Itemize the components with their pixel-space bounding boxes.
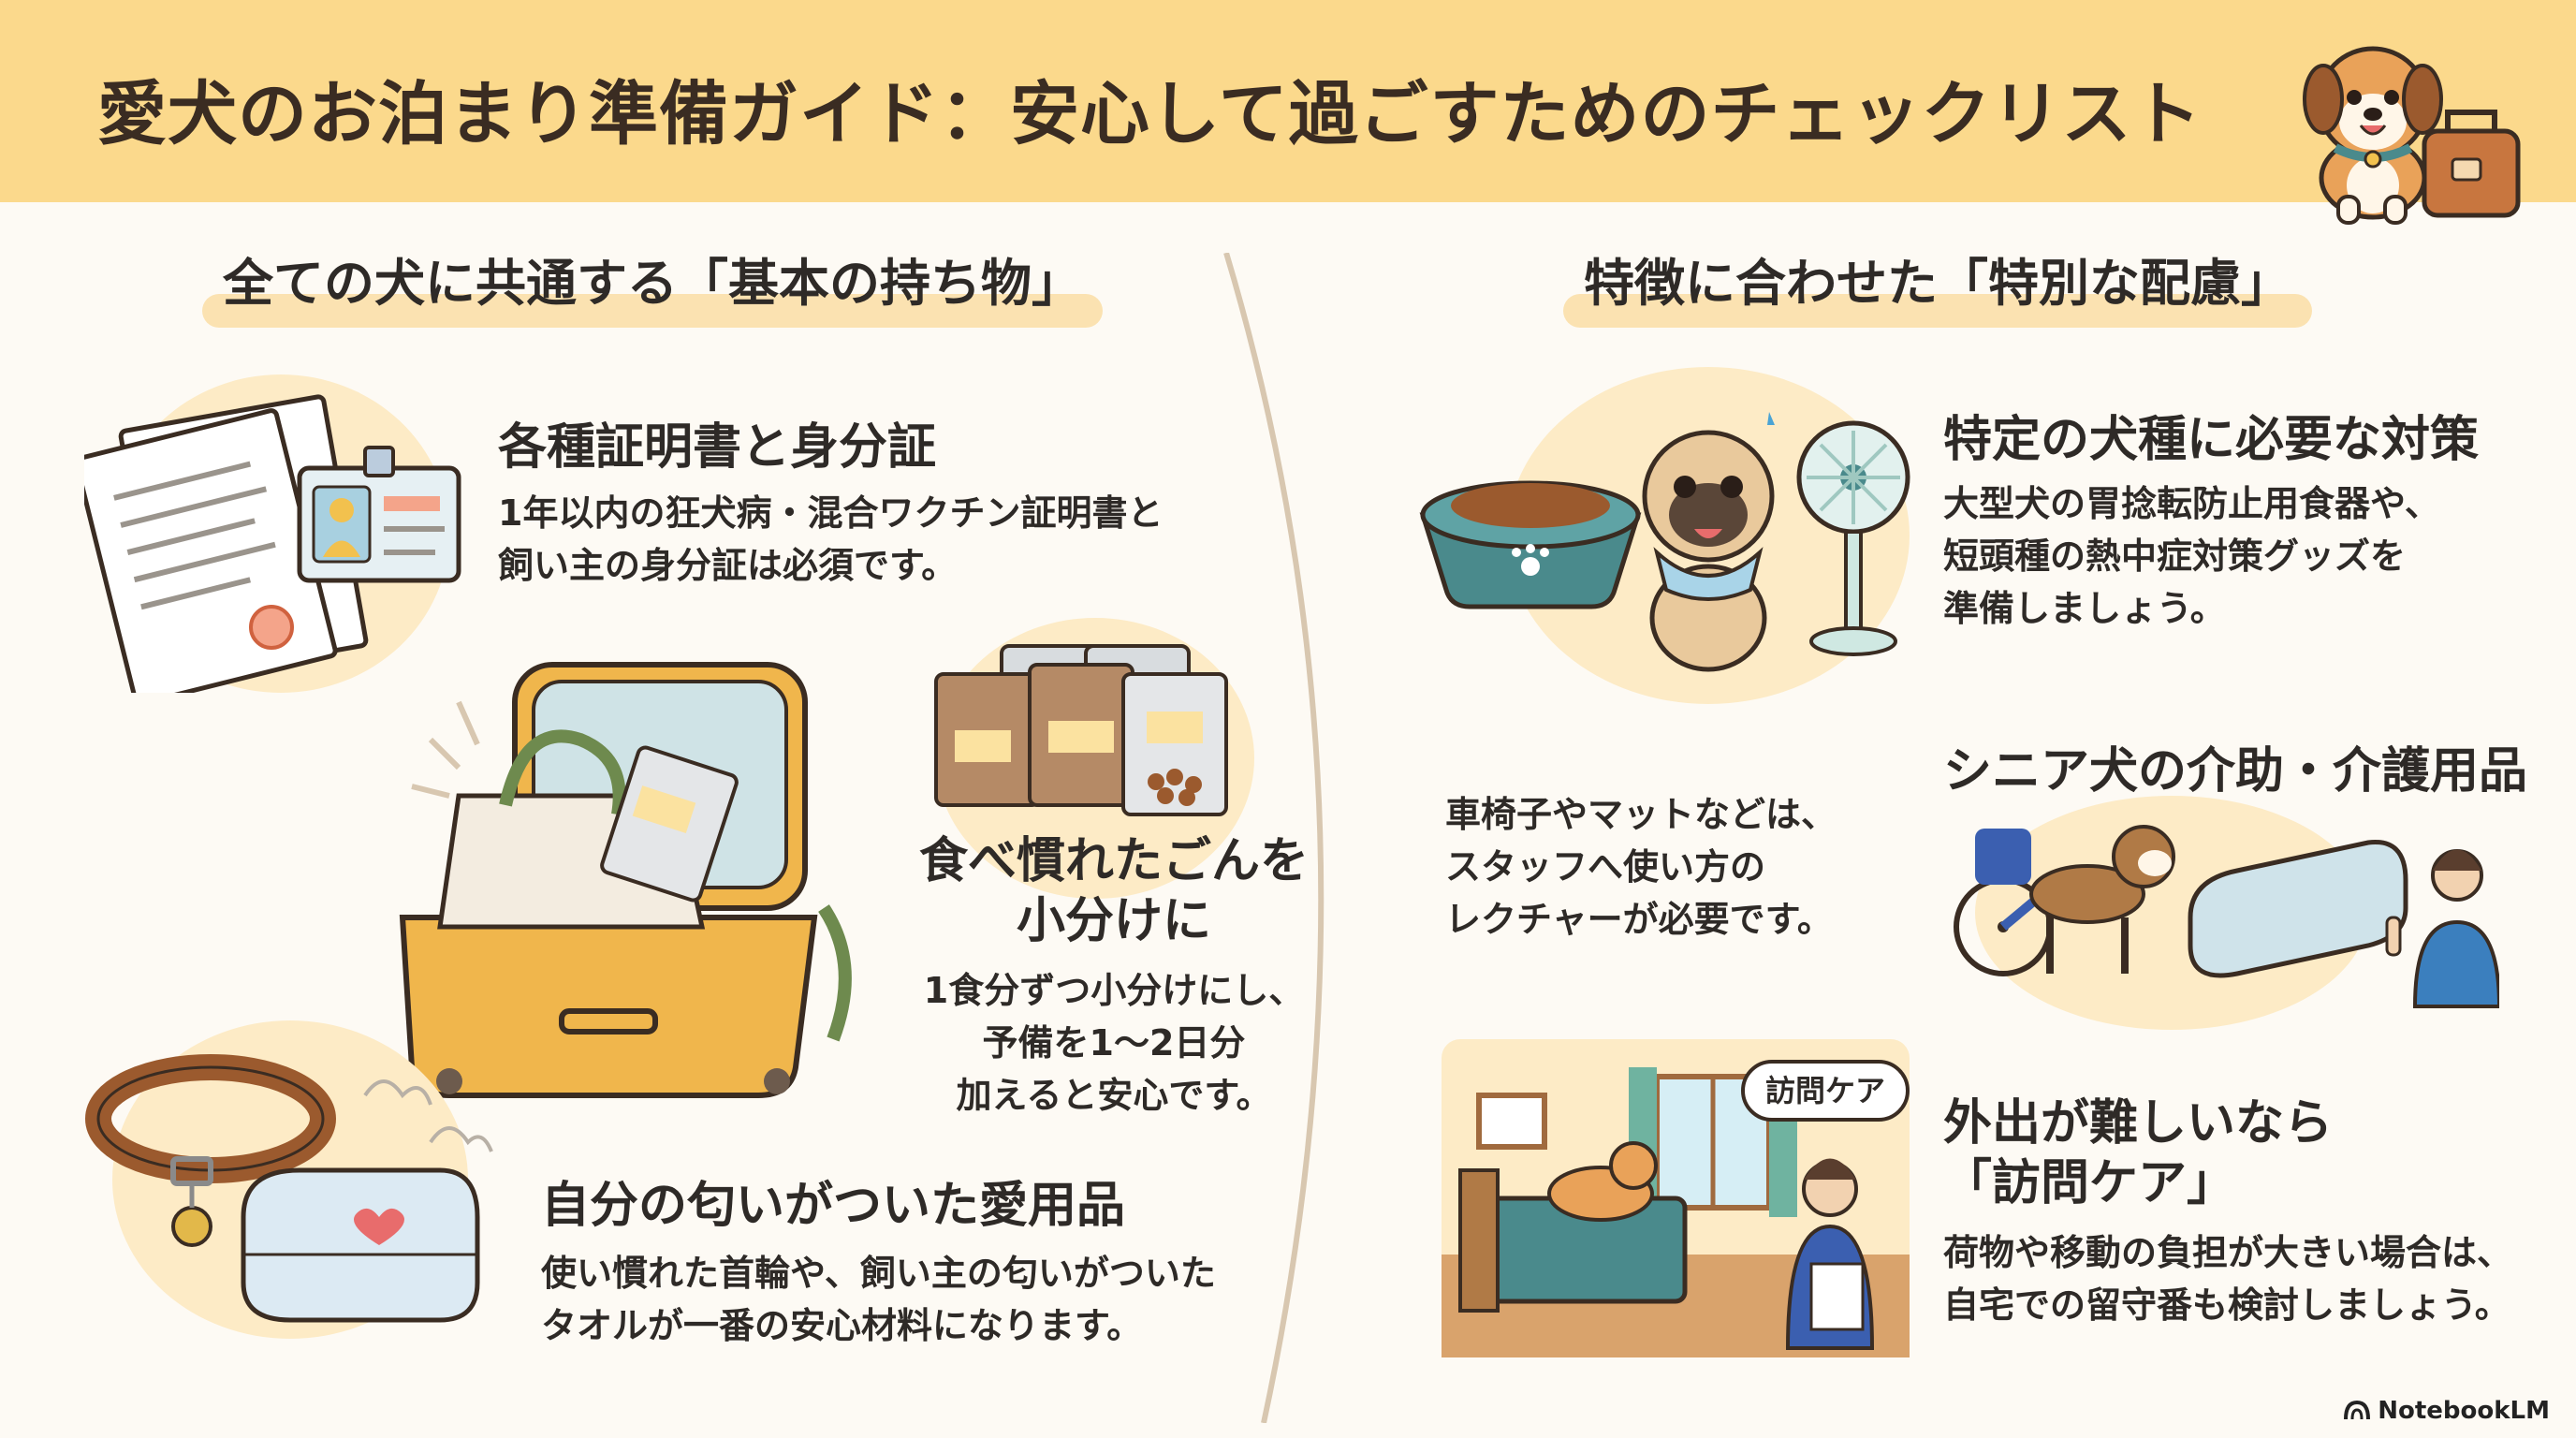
item-title-home-visit: 外出が難しいなら 「訪問ケア」 bbox=[1943, 1095, 2334, 1211]
page-title: 愛犬のお泊まり準備ガイド：安心して過ごすためのチェックリスト bbox=[97, 74, 2203, 154]
header-banner bbox=[0, 0, 2576, 202]
item-desc-documents: 1年以内の狂犬病・混合ワクチン証明書と 飼い主の身分証は必須です。 bbox=[498, 492, 1164, 586]
left-column-heading: 全ての犬に共通する「基本の持ち物」 bbox=[202, 245, 1103, 331]
item-title-food: 食べ慣れたごんを 小分けに bbox=[918, 833, 1309, 949]
item-title-documents: 各種証明書と身分証 bbox=[498, 419, 937, 476]
wheelchair-dog-mat-caregiver-icon bbox=[1954, 825, 2499, 1008]
item-desc-breed: 大型犬の胃捻転防止用食器や、 短頭種の熱中症対策グッズを 準備しましょう。 bbox=[1943, 483, 2440, 629]
collar-towel-icon bbox=[85, 1054, 493, 1323]
item-title-belongings: 自分の匂いがついた愛用品 bbox=[541, 1178, 1126, 1234]
home-visit-room-icon bbox=[1442, 1039, 1910, 1357]
speech-bubble-text: 訪問ケア bbox=[1764, 1073, 1885, 1108]
open-suitcase-icon bbox=[399, 662, 852, 1098]
pug-bowl-fan-icon bbox=[1419, 412, 1910, 672]
item-desc-belongings: 使い慣れた首輪や、飼い主の匂いがついた タオルが一番の安心材料になります。 bbox=[541, 1253, 1216, 1346]
speech-bubble: 訪問ケア bbox=[1741, 1060, 1910, 1122]
column-divider bbox=[1223, 253, 1325, 1423]
item-desc-food: 1食分ずつ小分けにし、 予備を1～2日分 加えると安心です。 bbox=[923, 970, 1305, 1116]
item-title-breed: 特定の犬種に必要な対策 bbox=[1943, 412, 2480, 468]
notebooklm-icon bbox=[2344, 1401, 2371, 1420]
food-packs-icon bbox=[934, 644, 1228, 816]
dog-with-suitcase-icon bbox=[2303, 46, 2521, 225]
logo-text: NotebookLM bbox=[2378, 1397, 2550, 1425]
notebooklm-logo: NotebookLM bbox=[2344, 1397, 2550, 1425]
documents-id-card-icon bbox=[84, 394, 461, 693]
item-title-senior: シニア犬の介助・介護用品 bbox=[1943, 743, 2528, 800]
right-column-heading: 特徴に合わせた「特別な配慮」 bbox=[1563, 245, 2312, 331]
item-desc-senior: 車椅子やマットなどは、 スタッフへ使い方の レクチャーが必要です。 bbox=[1445, 794, 1837, 940]
item-desc-home-visit: 荷物や移動の負担が大きい場合は、 自宅での留守番も検討しましょう。 bbox=[1943, 1232, 2513, 1326]
